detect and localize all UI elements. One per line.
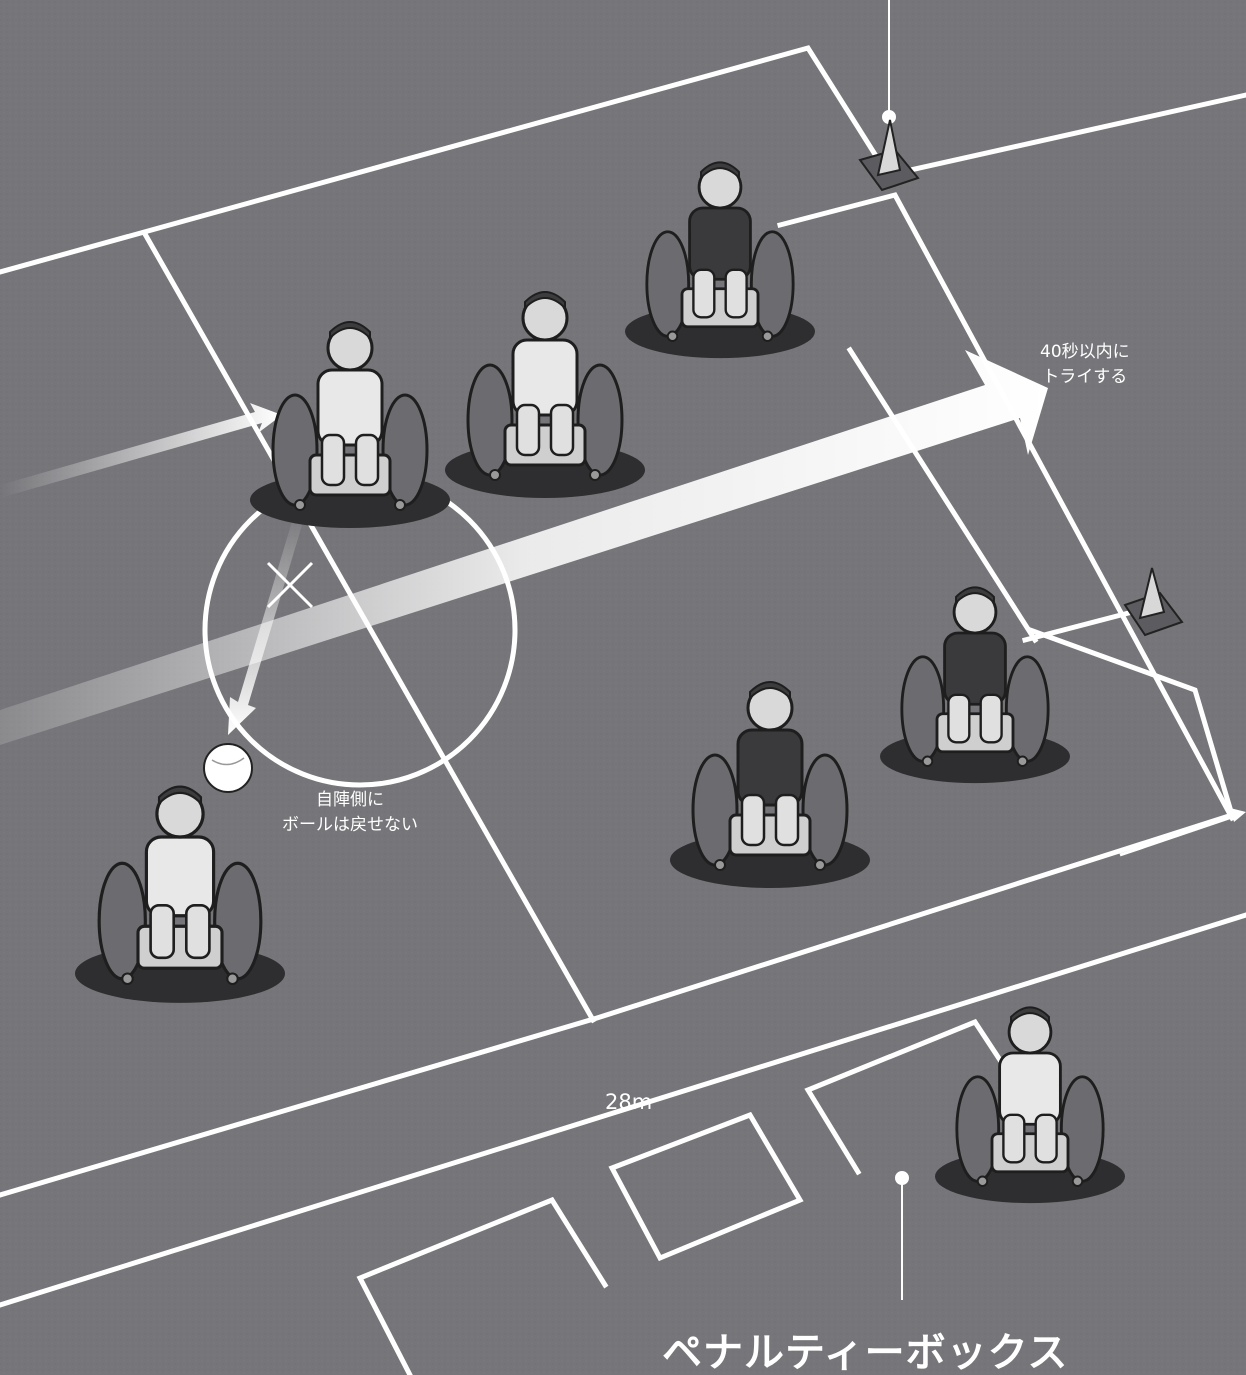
back-note-line2: ボールは戻せない xyxy=(282,813,418,838)
penalty-box-label: ペナルティーボックス xyxy=(662,1320,1068,1375)
forty-note-line2: トライする xyxy=(1040,365,1130,390)
back-pass-note: 自陣側に ボールは戻せない xyxy=(282,788,418,838)
ball-icon xyxy=(204,744,252,792)
forty-note-line1: 40秒以内に xyxy=(1040,340,1130,365)
court-length-label: 28m xyxy=(605,1090,652,1114)
back-note-line1: 自陣側に xyxy=(282,788,418,813)
forty-second-note: 40秒以内に トライする xyxy=(1040,340,1130,390)
